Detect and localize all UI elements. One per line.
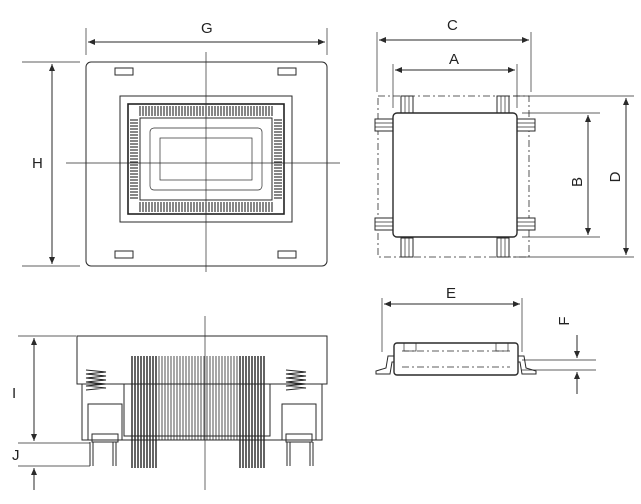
lead-top-left bbox=[400, 95, 414, 116]
slot-top-left bbox=[114, 67, 134, 76]
contact-pins bbox=[130, 106, 282, 212]
lead-bottom-right bbox=[496, 237, 510, 258]
socket-side-view: I J bbox=[12, 316, 328, 490]
lead-right-top bbox=[515, 118, 536, 132]
lead-left-bottom bbox=[374, 217, 395, 231]
lead-right-bottom bbox=[515, 217, 536, 231]
lead-bottom-left bbox=[400, 237, 414, 258]
socket-lid bbox=[76, 335, 328, 385]
package-side-view: E F bbox=[375, 285, 596, 394]
dimension-label-b: B bbox=[569, 177, 586, 187]
dimension-label-d: D bbox=[607, 171, 624, 182]
dimension-label-a: A bbox=[449, 51, 459, 68]
lead-envelope bbox=[377, 95, 530, 258]
side-lead-right bbox=[516, 355, 537, 375]
dimension-label-h: H bbox=[32, 155, 43, 172]
lead-top-right bbox=[496, 95, 510, 116]
dimension-label-f: F bbox=[556, 316, 573, 325]
top-view: G H bbox=[22, 20, 340, 272]
dimension-label-j: J bbox=[12, 447, 20, 464]
slot-bottom-left bbox=[114, 250, 134, 259]
side-lead-left bbox=[375, 355, 396, 375]
package-side-body bbox=[393, 342, 519, 376]
dimension-label-e: E bbox=[446, 285, 456, 302]
dimension-label-g: G bbox=[201, 20, 213, 37]
package-top-view: C A B D bbox=[374, 17, 634, 258]
dimension-label-c: C bbox=[447, 17, 458, 34]
package-body bbox=[392, 112, 518, 238]
slot-bottom-right bbox=[277, 250, 297, 259]
side-contact-pins bbox=[131, 356, 265, 468]
socket-base-outline bbox=[85, 61, 328, 267]
lead-left-top bbox=[374, 118, 395, 132]
springs bbox=[85, 369, 307, 391]
dimension-label-i: I bbox=[12, 385, 16, 402]
slot-top-right bbox=[277, 67, 297, 76]
